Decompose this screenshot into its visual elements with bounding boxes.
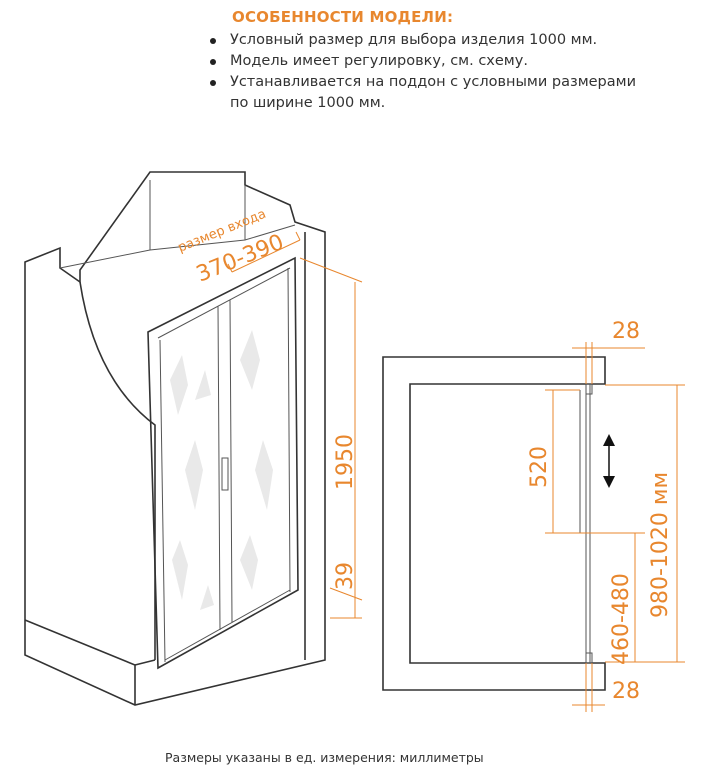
bottom-profile-value: 28 bbox=[612, 679, 640, 704]
glass-pattern bbox=[170, 330, 273, 610]
feature-item: Условный размер для выбора изделия 1000 … bbox=[208, 30, 650, 51]
features-title: ОСОБЕННОСТИ МОДЕЛИ: bbox=[232, 8, 454, 26]
fixed-panel-value: 520 bbox=[527, 446, 552, 488]
shower-plan-view bbox=[382, 356, 615, 691]
door-opening-value: 460-480 bbox=[609, 573, 634, 665]
top-profile-value: 28 bbox=[612, 319, 640, 344]
dimensions-3d: размер входа 370-390 1950 39 bbox=[176, 207, 363, 619]
adjustment-arrow-icon bbox=[603, 434, 615, 488]
units-note: Размеры указаны в ед. измерения: миллиме… bbox=[165, 750, 484, 765]
shower-3d-view bbox=[24, 171, 326, 706]
total-width-value: 980-1020 мм bbox=[648, 472, 673, 618]
features-list: Условный размер для выбора изделия 1000 … bbox=[208, 30, 650, 114]
dimensions-plan: 28 28 520 460-480 980-1020 мм bbox=[527, 319, 685, 712]
feature-item: Устанавливается на поддон с условными ра… bbox=[208, 72, 650, 114]
bottom-gap-value: 39 bbox=[333, 562, 358, 590]
height-value: 1950 bbox=[333, 434, 358, 490]
feature-item: Модель имеет регулировку, см. схему. bbox=[208, 51, 650, 72]
